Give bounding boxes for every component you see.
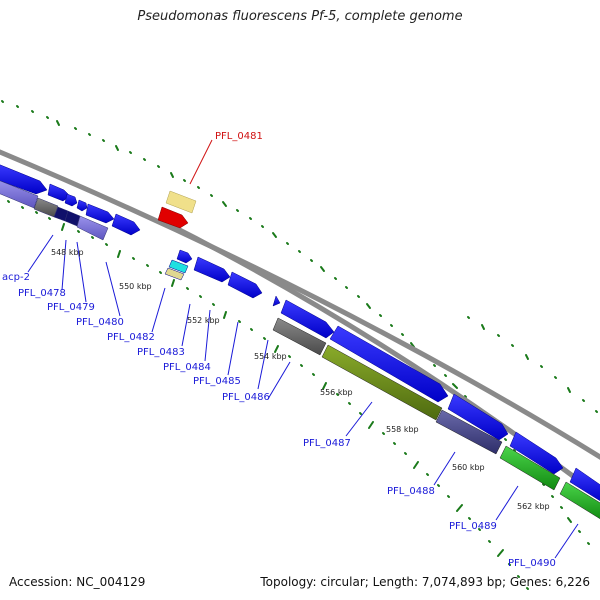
gene-arrow[interactable] [569, 467, 600, 502]
cds-feature[interactable] [559, 481, 600, 520]
gene-arrow[interactable] [509, 431, 564, 475]
kbp-label: 558 kbp [386, 425, 419, 434]
cds-feature[interactable] [435, 409, 503, 455]
cds-feature[interactable] [76, 215, 109, 241]
gene-arrow[interactable] [280, 299, 335, 339]
cds-row-1[interactable] [0, 180, 109, 241]
gene-label-pfl-0482[interactable]: PFL_0482 [107, 332, 155, 343]
gene-arrow[interactable] [193, 256, 231, 283]
gene-arrow[interactable] [64, 193, 78, 207]
gene-arrow[interactable] [0, 164, 48, 195]
gene-label-pfl-0488[interactable]: PFL_0488 [387, 486, 435, 497]
gene-arrow[interactable] [272, 295, 281, 307]
highlighted-gene-pfl-0481[interactable] [157, 190, 197, 229]
secondary-tick-ring [467, 316, 598, 413]
gene-arrow[interactable] [329, 325, 449, 403]
kbp-label: 556 kbp [320, 388, 353, 397]
gene-label-pfl-0478[interactable]: PFL_0478 [18, 288, 66, 299]
kbp-label: 552 kbp [187, 316, 220, 325]
kbp-labels: 548 kbp 550 kbp 552 kbp 554 kbp 556 kbp … [51, 248, 550, 511]
inner-tick-ring [7, 200, 529, 590]
leader-lines [27, 234, 579, 559]
genome-backbone [0, 149, 600, 460]
cds-feature[interactable] [168, 259, 189, 274]
gene-arrow[interactable] [227, 271, 263, 299]
genes-right[interactable] [280, 299, 600, 502]
genome-summary-text: Topology: circular; Length: 7,074,893 bp… [260, 575, 590, 589]
highlight-cds[interactable] [165, 190, 197, 214]
gene-label-pfl-0484[interactable]: PFL_0484 [163, 362, 211, 373]
cds-row-2[interactable] [272, 317, 600, 520]
map-title: Pseudomonas fluorescens Pf-5, complete g… [137, 9, 463, 24]
gene-arrow[interactable] [447, 393, 509, 441]
gene-label-pfl-0480[interactable]: PFL_0480 [76, 317, 124, 328]
leader-line-highlight [189, 139, 213, 185]
cds-feature[interactable] [164, 267, 185, 281]
gene-label-pfl-0485[interactable]: PFL_0485 [193, 376, 241, 387]
kbp-label: 548 kbp [51, 248, 84, 257]
gene-label-pfl-0487[interactable]: PFL_0487 [303, 438, 351, 449]
kbp-label: 550 kbp [119, 282, 152, 291]
kbp-label: 560 kbp [452, 463, 485, 472]
gene-arrow[interactable] [85, 203, 115, 224]
highlight-gene-arrow[interactable] [157, 206, 189, 229]
kbp-label: 554 kbp [254, 352, 287, 361]
cds-feature[interactable] [33, 197, 59, 218]
gene-label-pfl-0483[interactable]: PFL_0483 [137, 347, 185, 358]
gene-arrow[interactable] [176, 249, 193, 264]
gene-label-pfl-0479[interactable]: PFL_0479 [47, 302, 95, 313]
cds-feature[interactable] [64, 210, 81, 227]
gene-label-pfl-0489[interactable]: PFL_0489 [449, 521, 497, 532]
cds-feature[interactable] [499, 445, 561, 491]
gene-label-pfl-0490[interactable]: PFL_0490 [508, 558, 556, 569]
gene-arrow[interactable] [76, 199, 88, 212]
gene-label-pfl-0486[interactable]: PFL_0486 [222, 392, 270, 403]
gene-labels: acp-2 PFL_0478 PFL_0479 PFL_0480 PFL_048… [2, 131, 556, 569]
cds-feature[interactable] [321, 344, 443, 421]
cds-feature[interactable] [272, 317, 327, 356]
gene-label-acp-2[interactable]: acp-2 [2, 272, 30, 283]
gene-label-pfl-0481[interactable]: PFL_0481 [215, 131, 263, 142]
gene-arrow[interactable] [111, 213, 141, 236]
accession-text: Accession: NC_004129 [9, 575, 146, 589]
forward-genes[interactable] [0, 164, 141, 236]
outer-tick-ring [1, 100, 590, 545]
kbp-label: 562 kbp [517, 502, 550, 511]
genes-mid-row[interactable] [164, 249, 281, 307]
cds-feature[interactable] [0, 180, 39, 209]
